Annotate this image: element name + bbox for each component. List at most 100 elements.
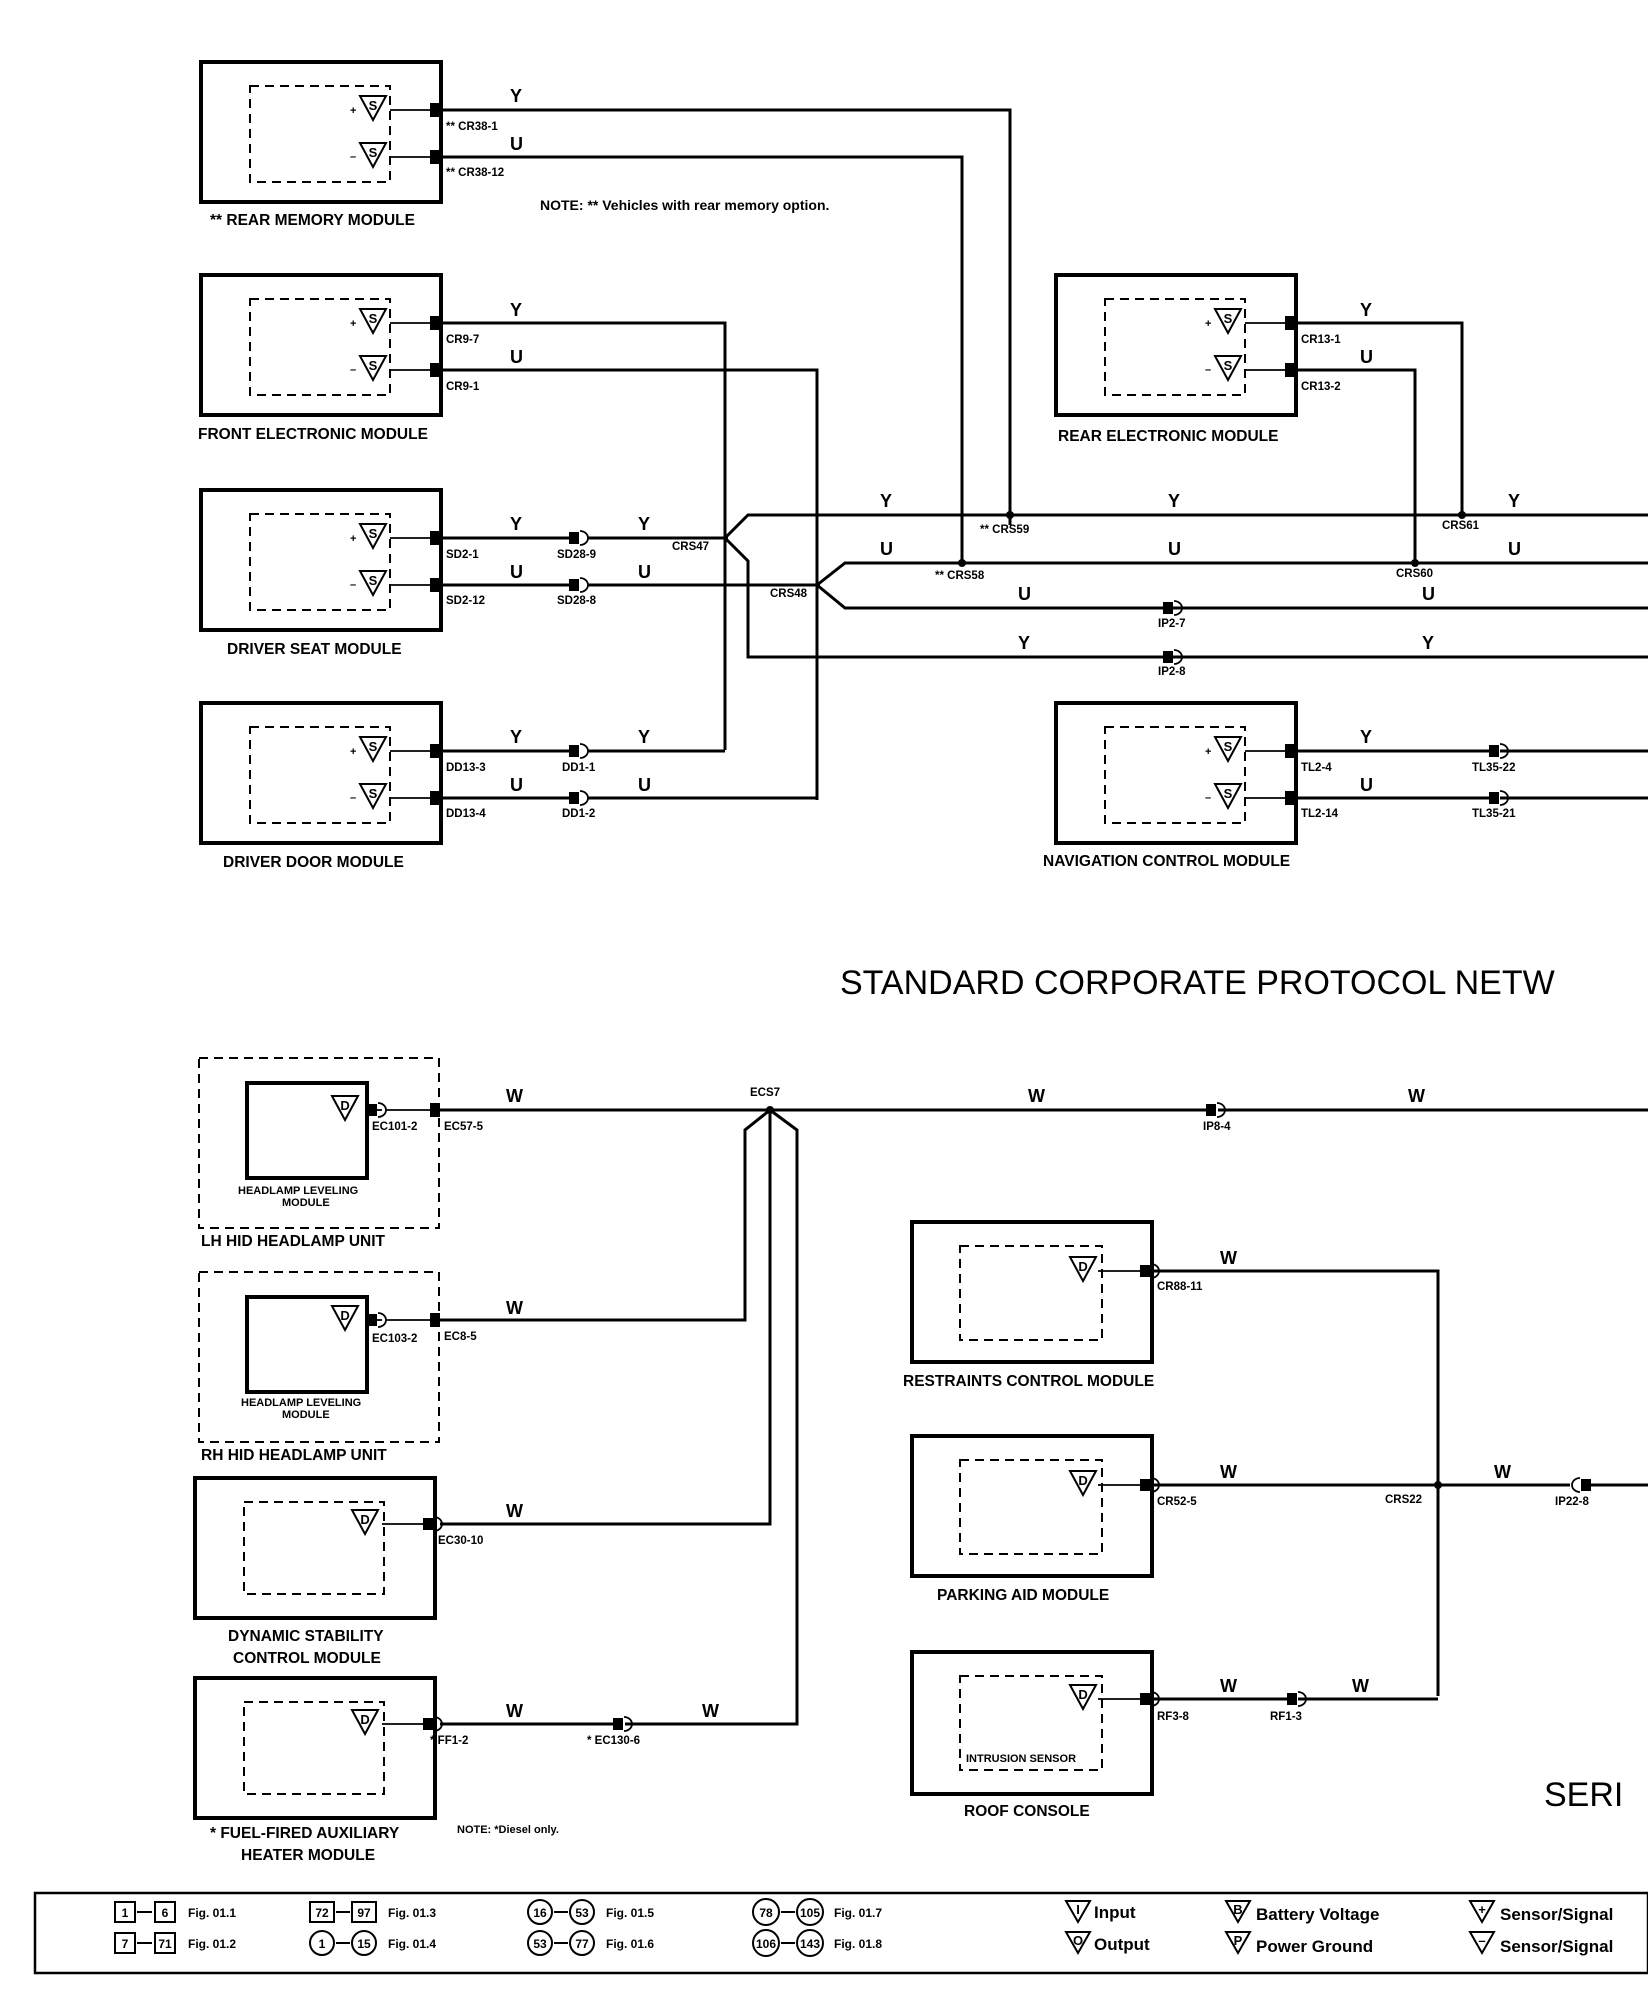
restraints-control-module: RESTRAINTS CONTROL MODULE <box>903 1220 1160 1390</box>
svg-text:53: 53 <box>533 1937 547 1951</box>
pin-label: CR52-5 <box>1157 1496 1197 1508</box>
svg-text:105: 105 <box>800 1906 820 1920</box>
svg-text:Y: Y <box>1360 300 1372 320</box>
svg-text:U: U <box>880 539 893 559</box>
legend-ref: 1 6 Fig. 01.1 <box>114 1901 236 1923</box>
svg-text:–: – <box>1205 364 1211 376</box>
scp-wiring <box>440 108 1648 800</box>
svg-text:+: + <box>1205 746 1211 758</box>
plus-sign: + <box>350 105 356 117</box>
rear-memory-note: NOTE: ** Vehicles with rear memory optio… <box>540 197 829 213</box>
svg-text:CRS60: CRS60 <box>1396 568 1433 580</box>
svg-text:Y: Y <box>1018 633 1030 653</box>
output-symbol: O Output <box>1064 1931 1150 1956</box>
legend-ref: 1 15 Fig. 01.4 <box>309 1930 436 1956</box>
svg-text:IP8-4: IP8-4 <box>1203 1121 1231 1133</box>
svg-text:–: – <box>1478 1933 1485 1948</box>
svg-text:W: W <box>702 1701 719 1721</box>
svg-text:77: 77 <box>575 1937 589 1951</box>
svg-text:W: W <box>1352 1676 1369 1696</box>
svg-text:HEATER MODULE: HEATER MODULE <box>241 1847 375 1864</box>
pin-label: CR88-11 <box>1157 1281 1203 1293</box>
svg-text:U: U <box>638 775 651 795</box>
wire-color-labels: W W W W W W W W W W W W <box>506 1086 1511 1721</box>
svg-text:–: – <box>350 579 356 591</box>
rh-hid-headlamp-unit: HEADLAMP LEVELING MODULE RH HID HEADLAMP… <box>198 1271 440 1464</box>
inline-connectors <box>613 1102 1591 1732</box>
svg-text:HEADLAMP LEVELING: HEADLAMP LEVELING <box>241 1397 361 1409</box>
svg-text:* FUEL-FIRED AUXILIARY: * FUEL-FIRED AUXILIARY <box>210 1825 400 1842</box>
svg-text:–: – <box>350 364 356 376</box>
svg-text:RF1-3: RF1-3 <box>1270 1711 1302 1723</box>
svg-text:W: W <box>1220 1676 1237 1696</box>
inline-connectors <box>569 530 1509 806</box>
svg-text:106: 106 <box>756 1937 776 1951</box>
rear-memory-module: + – ** REAR MEMORY MODULE <box>199 60 443 229</box>
pin-label: DD13-3 <box>446 762 486 774</box>
svg-text:IP2-8: IP2-8 <box>1158 666 1186 678</box>
svg-text:16: 16 <box>533 1906 547 1920</box>
svg-text:Power Ground: Power Ground <box>1256 1937 1373 1956</box>
input-symbol: I Input <box>1064 1900 1136 1925</box>
svg-text:Fig. 01.7: Fig. 01.7 <box>834 1906 882 1920</box>
svg-text:IP2-7: IP2-7 <box>1158 618 1186 630</box>
svg-text:MODULE: MODULE <box>282 1197 330 1209</box>
svg-text:72: 72 <box>315 1906 329 1920</box>
pin-label: ** CR38-1 <box>446 121 498 133</box>
svg-text:53: 53 <box>575 1906 589 1920</box>
upper-pin-labels: SD28-9 SD28-8 CRS47 CRS48 DD1-1 DD1-2 **… <box>557 520 1516 820</box>
svg-text:U: U <box>510 347 523 367</box>
svg-text:U: U <box>1360 347 1373 367</box>
pin-label: RF3-8 <box>1157 1711 1190 1723</box>
svg-text:+: + <box>350 318 356 330</box>
svg-text:** CRS58: ** CRS58 <box>935 570 985 582</box>
svg-text:Y: Y <box>638 514 650 534</box>
power-ground-symbol: P Power Ground <box>1224 1931 1373 1956</box>
sensor-signal-negative-symbol: – Sensor/Signal <box>1468 1931 1613 1956</box>
svg-text:** CRS59: ** CRS59 <box>980 524 1029 536</box>
svg-text:Fig. 01.4: Fig. 01.4 <box>388 1937 436 1951</box>
legend-ref: 106 143 Fig. 01.8 <box>752 1929 882 1957</box>
svg-text:Fig. 01.1: Fig. 01.1 <box>188 1906 236 1920</box>
module-label: DRIVER SEAT MODULE <box>227 641 402 658</box>
legend-ref: 78 105 Fig. 01.7 <box>752 1898 882 1926</box>
svg-text:RH HID HEADLAMP UNIT: RH HID HEADLAMP UNIT <box>201 1447 387 1464</box>
svg-text:DD1-2: DD1-2 <box>562 808 595 820</box>
svg-text:W: W <box>506 1501 523 1521</box>
pin-label: EC8-5 <box>444 1331 477 1343</box>
svg-text:CRS61: CRS61 <box>1442 520 1480 532</box>
svg-text:LH HID HEADLAMP UNIT: LH HID HEADLAMP UNIT <box>201 1233 386 1250</box>
svg-text:+: + <box>350 533 356 545</box>
svg-text:Y: Y <box>880 491 892 511</box>
svg-text:DYNAMIC STABILITY: DYNAMIC STABILITY <box>228 1628 384 1645</box>
sensor-signal-positive-symbol: + Sensor/Signal <box>1468 1900 1613 1925</box>
pin-label: CR13-1 <box>1301 334 1341 346</box>
navigation-control-module: + – NAVIGATION CONTROL MODULE <box>1043 701 1298 870</box>
legend: 1 6 Fig. 01.1 7 71 Fig. 01.2 72 97 Fig. … <box>33 1891 1648 1975</box>
wire-color-labels: Y U Y U Y Y U U Y Y U U Y Y Y U U U U U … <box>510 86 1521 795</box>
svg-text:78: 78 <box>759 1906 773 1920</box>
svg-text:W: W <box>506 1298 523 1318</box>
pin-label: SD2-12 <box>446 595 485 607</box>
svg-text:INTRUSION SENSOR: INTRUSION SENSOR <box>966 1753 1076 1765</box>
svg-text:97: 97 <box>357 1906 371 1920</box>
svg-text:Y: Y <box>1168 491 1180 511</box>
module-label: ** REAR MEMORY MODULE <box>210 212 415 229</box>
pin-label: TL2-4 <box>1301 762 1332 774</box>
front-electronic-module: + – FRONT ELECTRONIC MODULE <box>198 273 443 443</box>
svg-text:Y: Y <box>510 727 522 747</box>
svg-text:U: U <box>1422 584 1435 604</box>
module-label: FRONT ELECTRONIC MODULE <box>198 426 428 443</box>
serial-wiring <box>440 1108 1648 1726</box>
svg-text:I: I <box>1076 1902 1080 1917</box>
svg-text:ECS7: ECS7 <box>750 1087 780 1099</box>
svg-text:CRS47: CRS47 <box>672 541 709 553</box>
svg-text:O: O <box>1073 1933 1083 1948</box>
svg-text:SD28-9: SD28-9 <box>557 549 596 561</box>
svg-text:Y: Y <box>638 727 650 747</box>
pin-label: EC57-5 <box>444 1121 484 1133</box>
svg-text:W: W <box>1220 1462 1237 1482</box>
svg-text:6: 6 <box>162 1906 169 1920</box>
svg-text:U: U <box>1018 584 1031 604</box>
